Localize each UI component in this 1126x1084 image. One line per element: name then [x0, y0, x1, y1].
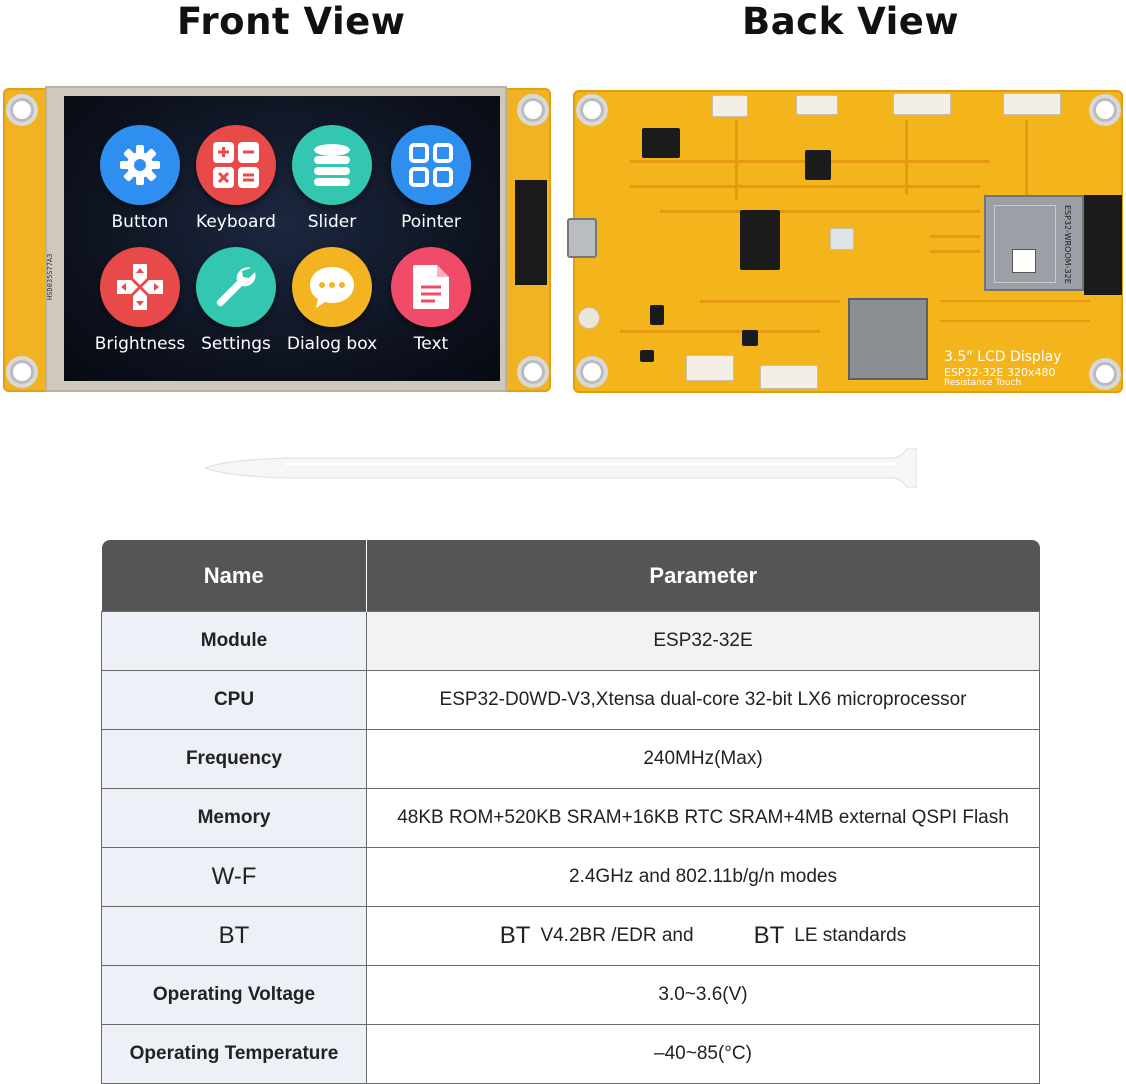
row-name: Operating Voltage: [101, 965, 367, 1025]
panel-print: HSD035S77A3: [46, 253, 54, 300]
database-icon: [292, 125, 372, 205]
app-label: Keyboard: [196, 212, 276, 232]
mount-hole: [10, 98, 34, 122]
row-value: –40~85(°C): [366, 1024, 1040, 1084]
row-value: 240MHz(Max): [366, 729, 1040, 789]
header-name: Name: [101, 540, 367, 612]
mount-hole: [580, 360, 604, 384]
row-value: 2.4GHz and 802.11b/g/n modes: [366, 847, 1040, 907]
app-keyboard: Keyboard: [181, 125, 291, 232]
grid-icon: [391, 125, 471, 205]
dpad-icon: [100, 247, 180, 327]
app-label: Pointer: [401, 212, 461, 232]
table-row: CPU ESP32-D0WD-V3,Xtensa dual-core 32-bi…: [101, 670, 1040, 730]
model-label: ESP32-32E 320x480: [944, 366, 1056, 379]
app-label: Slider: [307, 212, 357, 232]
document-icon: [391, 247, 471, 327]
speaker-connector: [796, 95, 838, 115]
row-value: BT V4.2BR /EDR and BT LE standards: [366, 906, 1040, 966]
app-label: Text: [413, 334, 449, 354]
row-name: W-F: [101, 847, 367, 907]
app-pointer: Pointer: [376, 125, 486, 232]
battery-connector: [686, 355, 734, 381]
mount-hole: [521, 98, 545, 122]
mount-hole: [1093, 362, 1117, 386]
boot-button: [578, 307, 600, 329]
stylus-pen: [205, 448, 917, 488]
table-row: Operating Temperature –40~85(°C): [101, 1024, 1040, 1084]
app-label: Brightness: [94, 334, 186, 354]
row-name: Frequency: [101, 729, 367, 789]
row-value: ESP32-32E: [366, 611, 1040, 671]
bt-value-b: LE standards: [794, 925, 907, 946]
table-row: W-F 2.4GHz and 802.11b/g/n modes: [101, 847, 1040, 907]
app-dialog-box: Dialog box: [277, 247, 387, 354]
table-row: Frequency 240MHz(Max): [101, 729, 1040, 789]
touch-label: Resistance Touch: [944, 378, 1022, 388]
header-parameter: Parameter: [366, 540, 1040, 612]
row-name: Module: [101, 611, 367, 671]
connector: [712, 95, 748, 117]
mount-hole: [1093, 98, 1117, 122]
wrench-icon: [196, 247, 276, 327]
row-name: CPU: [101, 670, 367, 730]
spi-connector: [893, 93, 951, 115]
chat-bubble-icon: [292, 247, 372, 327]
calculator-icon: [196, 125, 276, 205]
front-view-heading: Front View: [177, 0, 406, 43]
app-slider: Slider: [277, 125, 387, 232]
table-row: BT BT V4.2BR /EDR and BT LE standards: [101, 906, 1040, 966]
chip: [740, 210, 780, 270]
usb-c-port: [567, 218, 597, 258]
app-button: Button: [85, 125, 195, 232]
bt-prefix: BT: [753, 922, 785, 949]
chip: [640, 350, 654, 362]
app-settings: Settings: [181, 247, 291, 354]
table-row: Memory 48KB ROM+520KB SRAM+16KB RTC SRAM…: [101, 788, 1040, 848]
row-value: ESP32-D0WD-V3,Xtensa dual-core 32-bit LX…: [366, 670, 1040, 730]
app-label: Settings: [201, 334, 271, 354]
chip: [650, 305, 664, 325]
row-name: Operating Temperature: [101, 1024, 367, 1084]
antenna-connector: [1084, 195, 1122, 295]
back-view-heading: Back View: [742, 0, 960, 43]
led: [830, 228, 854, 250]
row-name: BT: [101, 906, 367, 966]
app-label: Dialog box: [286, 334, 378, 354]
sd-card-slot: [848, 298, 928, 380]
app-label: Button: [111, 212, 169, 232]
i2c-connector: [1003, 93, 1061, 115]
spec-table: Name Parameter Module ESP32-32E CPU ESP3…: [101, 540, 1040, 1084]
row-name: Memory: [101, 788, 367, 848]
bt-value-a: V4.2BR /EDR and: [540, 925, 694, 946]
row-value: 48KB ROM+520KB SRAM+16KB RTC SRAM+4MB ex…: [366, 788, 1040, 848]
mount-hole: [10, 360, 34, 384]
chip: [742, 330, 758, 346]
uart-connector: [760, 365, 818, 389]
app-brightness: Brightness: [85, 247, 195, 354]
chip: [805, 150, 831, 180]
esp32-module: [984, 195, 1084, 291]
lcd-size-label: 3.5" LCD Display: [944, 349, 1062, 365]
chip: [642, 128, 680, 158]
table-header-row: Name Parameter: [101, 540, 1040, 612]
fpc-connector: [515, 180, 547, 285]
app-text: Text: [376, 247, 486, 354]
row-value: 3.0~3.6(V): [366, 965, 1040, 1025]
mount-hole: [521, 360, 545, 384]
table-row: Module ESP32-32E: [101, 611, 1040, 671]
module-label: ESP32-WROOM-32E: [1063, 205, 1072, 284]
gear-icon: [100, 125, 180, 205]
table-row: Operating Voltage 3.0~3.6(V): [101, 965, 1040, 1025]
mount-hole: [580, 98, 604, 122]
bt-prefix: BT: [499, 922, 531, 949]
